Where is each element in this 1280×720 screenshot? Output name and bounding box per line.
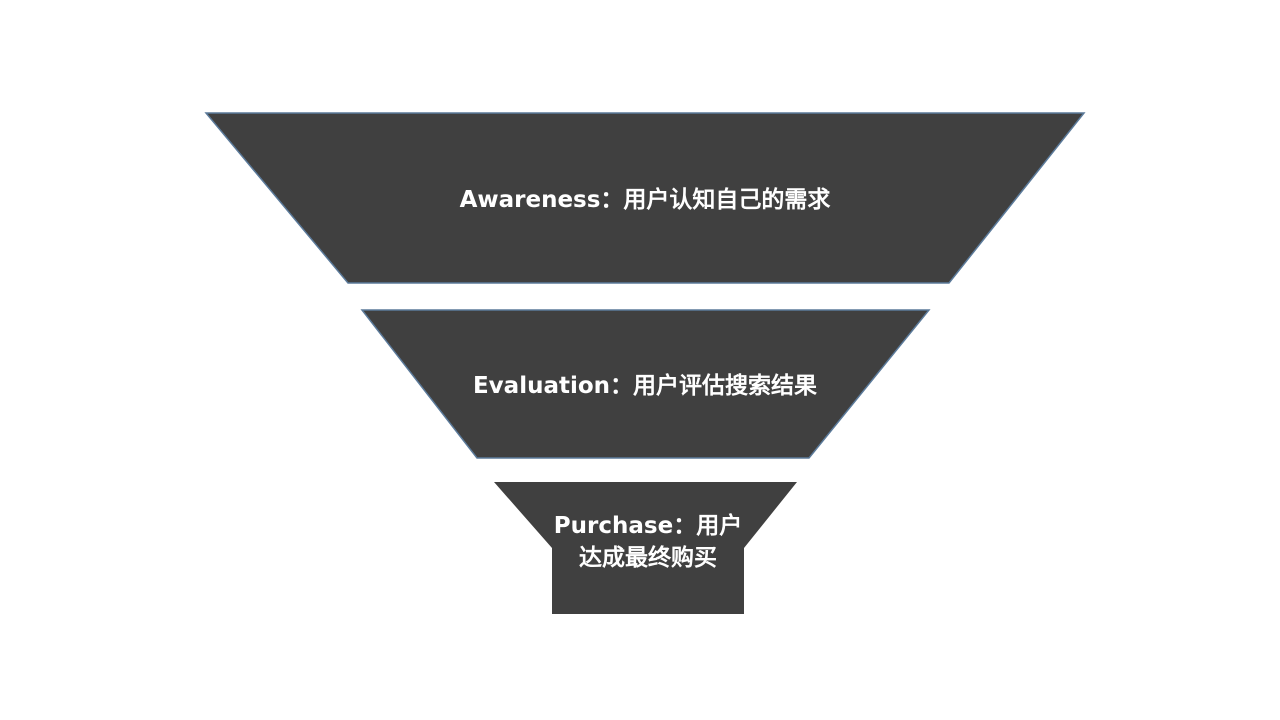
funnel-stage-evaluation-shape <box>360 309 931 459</box>
funnel-stage-awareness-label: Awareness：用户认知自己的需求 <box>459 187 831 213</box>
funnel-stage-awareness-shape <box>204 112 1086 284</box>
funnel-stage-purchase-shape <box>494 482 797 614</box>
funnel-stage-purchase-label: Purchase：用户达成最终购买 <box>553 513 743 571</box>
funnel-stage-evaluation-label: Evaluation：用户评估搜索结果 <box>472 373 818 399</box>
